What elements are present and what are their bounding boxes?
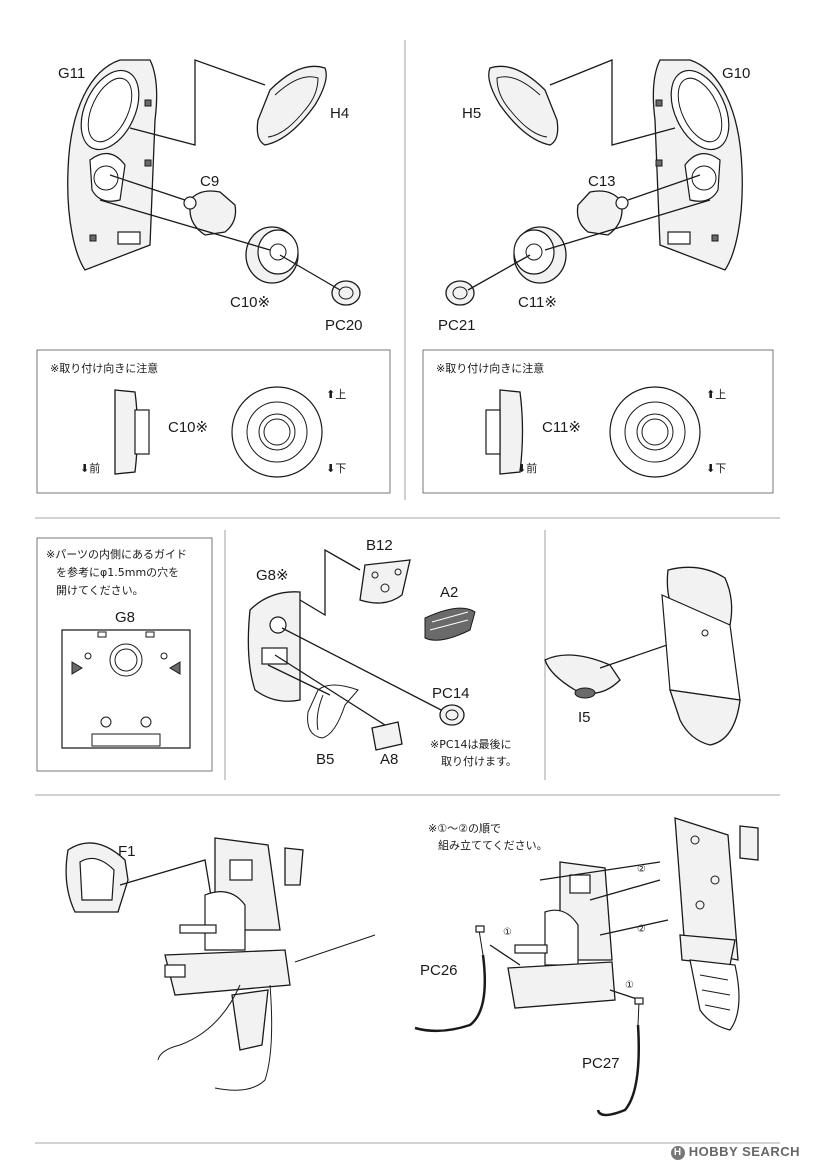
pc14-note-line2: 取り付けます。 — [441, 755, 517, 768]
watermark-text: HOBBY SEARCH — [688, 1144, 800, 1160]
order-note-line1: ※①～②の順で — [428, 822, 501, 835]
assembly-left-drawing — [157, 837, 304, 1091]
label-i5: I5 — [578, 709, 591, 726]
note-left-front: ⬇前 — [80, 461, 100, 475]
note-left-up: ⬆上 — [326, 388, 346, 401]
part-g8-rear-view — [61, 629, 191, 749]
note-left-part: C10※ — [168, 419, 208, 436]
panel-mid-center: G8※ B12 A2 PC14 ※PC14は最後に 取り付けます。 — [247, 537, 517, 768]
pc14-note-line1: ※PC14は最後に — [430, 737, 512, 751]
step-2-marker-b: ② — [637, 924, 646, 935]
hobby-search-logo-icon: H — [670, 1146, 685, 1160]
part-h4-drawing — [256, 65, 327, 146]
part-b5-drawing — [307, 684, 359, 739]
panel-top-left: G11 H4 C9 C10※ PC20 — [58, 59, 363, 334]
panel-mid-left: ※パーツの内側にあるガイド を参考にφ1.5mmの穴を 開けてください。 G8 — [36, 537, 213, 772]
housing-right-drawing — [674, 817, 759, 1031]
label-g8: G8※ — [256, 567, 289, 584]
note-right-up: ⬆上 — [706, 388, 726, 401]
part-i5-mount-drawing — [661, 566, 741, 746]
label-c13: C13 — [588, 173, 616, 190]
label-g11: G11 — [58, 65, 85, 82]
part-pc26-drawing — [414, 925, 487, 1033]
label-c10: C10※ — [230, 294, 270, 311]
part-f1-drawing — [65, 842, 129, 913]
part-c11-drawing — [513, 226, 567, 284]
label-pc21: PC21 — [438, 317, 476, 334]
label-b5: B5 — [316, 751, 334, 768]
label-pc20: PC20 — [325, 317, 363, 334]
label-pc14: PC14 — [432, 685, 470, 702]
label-b12: B12 — [366, 537, 393, 554]
part-g10-drawing — [652, 59, 743, 271]
note-right-title: ※取り付け向きに注意 — [436, 361, 544, 375]
order-note-line2: 組み立ててください。 — [438, 838, 548, 852]
note-left-down: ⬇下 — [326, 462, 346, 475]
drill-note-line2: を参考にφ1.5mmの穴を — [56, 565, 179, 579]
panel-top-right: G10 H5 C13 C11※ PC21 — [438, 59, 750, 334]
label-c11: C11※ — [518, 294, 557, 311]
step-markers: ② ② ① ① — [503, 864, 646, 991]
part-g11-drawing — [67, 59, 158, 271]
note-right-part: C11※ — [542, 419, 581, 436]
part-a2-drawing — [424, 607, 476, 641]
note-box-right: ※取り付け向きに注意 ⬇前 C11※ ⬆上 ⬇下 — [422, 349, 774, 494]
part-c10-drawing — [245, 226, 299, 284]
label-h4: H4 — [330, 105, 349, 122]
label-h5: H5 — [462, 105, 481, 122]
panel-mid-right: I5 — [544, 566, 741, 746]
label-f1: F1 — [118, 843, 136, 860]
part-pc27-drawing — [596, 997, 644, 1117]
note-right-front: ⬇前 — [517, 461, 537, 475]
note-left-title: ※取り付け向きに注意 — [50, 361, 158, 375]
label-g10: G10 — [722, 65, 750, 82]
label-g8-guide: G8 — [115, 609, 135, 626]
part-pc20-drawing — [331, 280, 361, 306]
note-right-down: ⬇下 — [706, 462, 726, 475]
part-b12-drawing — [359, 559, 411, 604]
panel-bottom-left: F1 — [65, 837, 376, 1091]
part-pc14-drawing — [439, 704, 465, 726]
part-h5-drawing — [488, 65, 559, 146]
part-a8-drawing — [371, 721, 403, 751]
label-a8: A8 — [380, 751, 398, 768]
part-i5-drawing — [544, 654, 621, 699]
drill-note-line3: 開けてください。 — [56, 584, 144, 597]
label-a2: A2 — [440, 584, 458, 601]
note-box-left: ※取り付け向きに注意 ⬇前 C10※ ⬆上 ⬇下 — [36, 349, 391, 494]
step-1-marker-a: ① — [503, 927, 512, 938]
label-c9: C9 — [200, 173, 219, 190]
label-pc26: PC26 — [420, 962, 458, 979]
step-1-marker-b: ① — [625, 980, 634, 991]
label-pc27: PC27 — [582, 1055, 620, 1072]
panel-bottom-right: ※①～②の順で 組み立ててください。 ② ② ① ① — [414, 817, 759, 1117]
part-g8-drawing — [247, 591, 301, 702]
panel-dividers — [35, 40, 780, 1144]
part-c13-drawing — [576, 190, 629, 236]
part-c9-drawing — [183, 190, 237, 236]
part-pc21-drawing — [445, 280, 475, 306]
drill-note-line1: ※パーツの内側にあるガイド — [46, 547, 187, 561]
step-2-marker-a: ② — [637, 864, 646, 875]
assembly-right-drawing — [507, 861, 616, 1009]
